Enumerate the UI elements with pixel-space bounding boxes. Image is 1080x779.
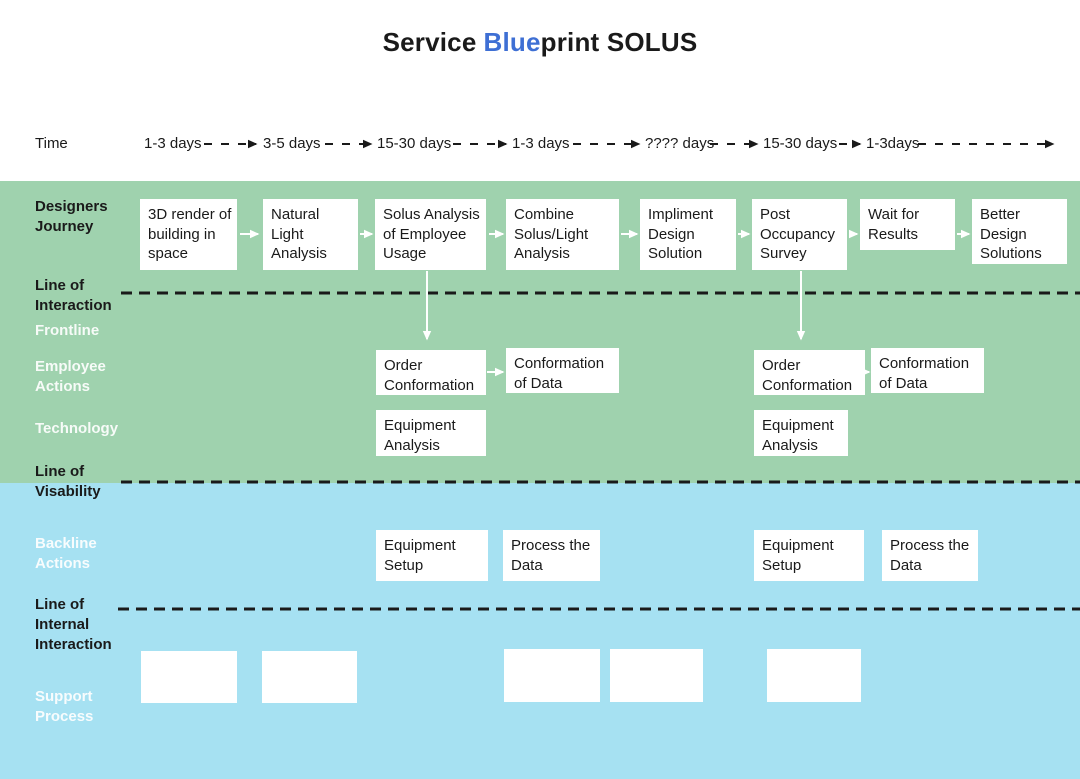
title-tail: print SOLUS	[540, 27, 698, 57]
lane-label-backline-actions: Backline Actions	[35, 535, 97, 572]
journey-box-6: Post Occupancy Survey	[752, 199, 847, 270]
employee-box-4: Conformation of Data	[871, 348, 984, 393]
lane-label-frontline: Frontline	[35, 322, 100, 339]
support-box-4	[610, 649, 703, 702]
title-lead: Service	[382, 27, 477, 57]
time-segment-1: 1-3 days	[144, 135, 202, 152]
technology-box-1: Equipment Analysis	[376, 410, 486, 456]
support-box-1	[141, 651, 237, 703]
employee-box-1: Order Conformation	[376, 350, 486, 395]
journey-box-3: Solus Analysis of Employee Usage	[375, 199, 486, 270]
time-segment-2: 3-5 days	[263, 135, 321, 152]
backline-box-1: Equipment Setup	[376, 530, 488, 581]
time-axis-label: Time	[35, 135, 68, 152]
time-segment-6: 15-30 days	[763, 135, 838, 152]
journey-box-2: Natural Light Analysis	[263, 199, 358, 270]
support-box-3	[504, 649, 600, 702]
lane-label-line-of-internal-interaction: Line of Internal Interaction	[35, 596, 112, 653]
lane-label-line-of-interaction: Line of Interaction	[35, 277, 112, 314]
lane-label-designers-journey: Designers Journey	[35, 198, 108, 235]
lane-label-support-process: Support Process	[35, 688, 94, 725]
technology-box-2: Equipment Analysis	[754, 410, 848, 456]
journey-box-8: Better Design Solutions	[972, 199, 1067, 264]
time-segment-3: 15-30 days	[377, 135, 452, 152]
time-segment-4: 1-3 days	[512, 135, 570, 152]
time-segment-7: 1-3days	[866, 135, 920, 152]
journey-box-1: 3D render of building in space	[140, 199, 237, 270]
backline-box-3: Equipment Setup	[754, 530, 864, 581]
support-box-5	[767, 649, 861, 702]
title-accent: Blue	[483, 27, 541, 57]
backline-box-2: Process the Data	[503, 530, 600, 581]
journey-box-5: Impliment Design Solution	[640, 199, 736, 270]
journey-box-7: Wait for Results	[860, 199, 955, 250]
lane-label-technology: Technology	[35, 420, 119, 437]
lane-label-line-of-visability: Line of Visability	[35, 463, 101, 500]
support-box-2	[262, 651, 357, 703]
time-segment-5: ???? days	[645, 135, 715, 152]
journey-box-4: Combine Solus/Light Analysis	[506, 199, 619, 270]
employee-box-3: Order Conformation	[754, 350, 865, 395]
lane-label-employee-actions: Employee Actions	[35, 358, 106, 395]
backline-box-4: Process the Data	[882, 530, 978, 581]
employee-box-2: Conformation of Data	[506, 348, 619, 393]
